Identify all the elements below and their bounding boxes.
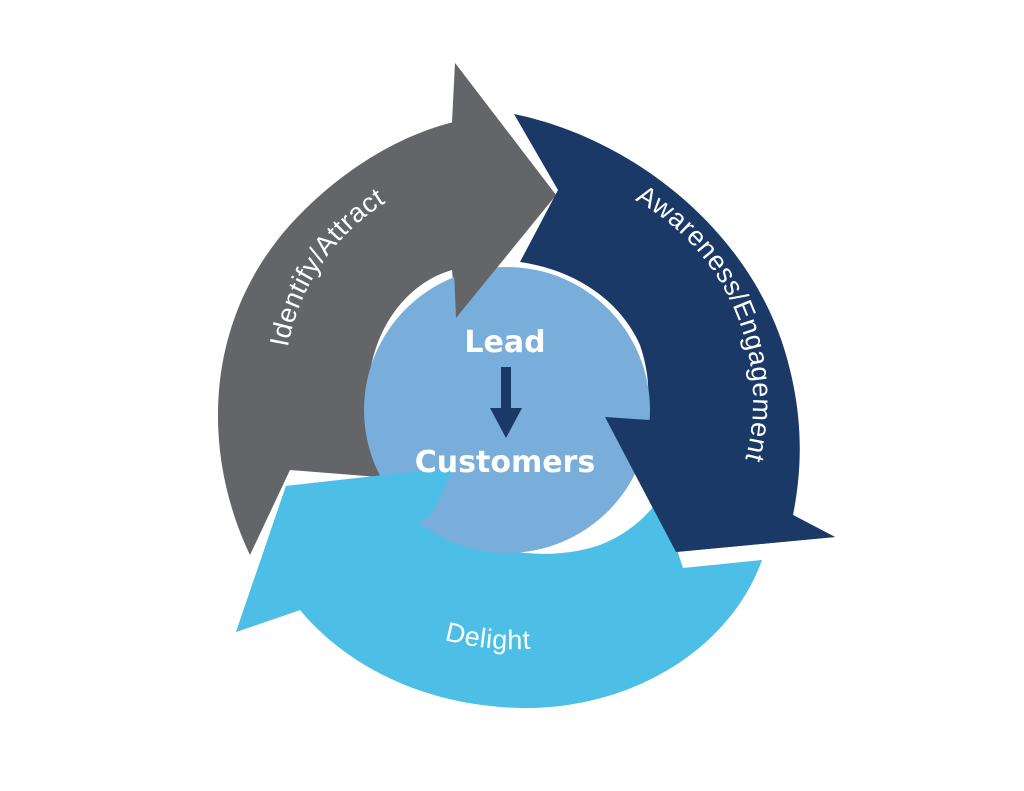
center-top-label: Lead xyxy=(464,325,545,360)
arrow-down-icon xyxy=(490,367,522,438)
identify-attract-arrow-head xyxy=(452,63,556,318)
awareness-engagement-arrow-head xyxy=(605,417,835,552)
center-bottom-label: Customers xyxy=(415,445,595,480)
awareness-engagement-arrow xyxy=(514,114,835,552)
delight-arrow-head xyxy=(236,467,455,632)
